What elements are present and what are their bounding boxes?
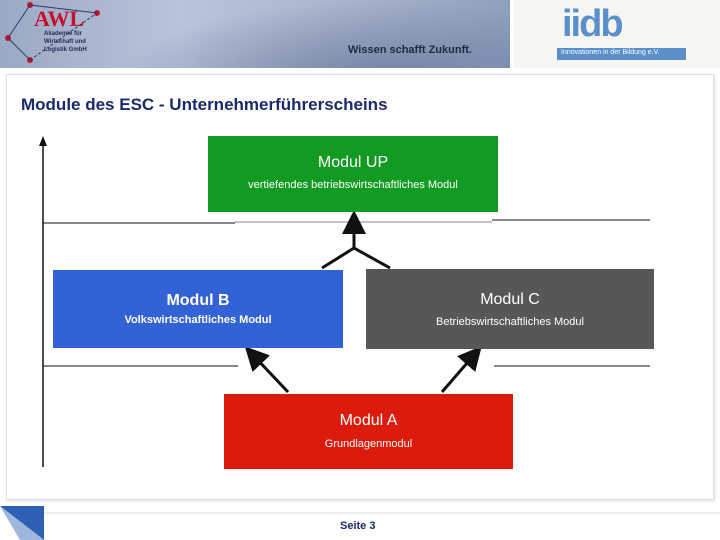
iidb-tagline: Innovationen in der Bildung e.V. [561, 49, 660, 56]
module-a-box: Modul A Grundlagenmodul [224, 394, 513, 469]
module-a-subtitle: Grundlagenmodul [324, 438, 413, 450]
module-c-title: Modul C [480, 291, 540, 308]
awl-logo: AWL [5, 2, 100, 63]
arrow-a-to-c [440, 345, 482, 393]
iidb-tagline-bar: Innovationen in der Bildung e.V. [557, 48, 686, 60]
arrow-a-to-b [244, 346, 290, 394]
module-up-box: Modul UP vertiefendes betriebswirtschaft… [208, 136, 498, 212]
slogan: Wissen schafft Zukunft. [348, 44, 472, 56]
connector-b-up [321, 246, 355, 270]
module-b-subtitle: Volkswirtschaftliches Modul [124, 314, 272, 326]
module-b-title: Modul B [166, 292, 230, 309]
module-up-title: Modul UP [317, 154, 389, 171]
awl-subtitle: Akademie für Wirtschaft und Logistik Gmb… [44, 31, 87, 53]
slide-title: Module des ESC - Unternehmerführerschein… [21, 95, 388, 114]
footer-corner-triangle [0, 506, 44, 540]
module-up-subtitle: vertiefendes betriebswirtschaftliches Mo… [248, 179, 458, 191]
iidb-logo: iidb [562, 3, 624, 45]
page-number: Seite 3 [340, 520, 376, 532]
banner-sky [110, 0, 510, 68]
module-a-title: Modul A [339, 412, 398, 429]
module-b-box: Modul B Volkswirtschaftliches Modul [53, 270, 343, 348]
awl-logo-text: AWL [34, 6, 84, 31]
banner-background [0, 0, 510, 68]
connector-c-up [353, 246, 391, 270]
module-c-subtitle: Betriebswirtschaftliches Modul [436, 316, 584, 328]
module-c-box: Modul C Betriebswirtschaftliches Modul [366, 269, 654, 349]
header-banner: AWL Akademie für Wirtschaft und Logistik… [0, 0, 720, 68]
vertical-axis-arrowhead [39, 136, 47, 146]
